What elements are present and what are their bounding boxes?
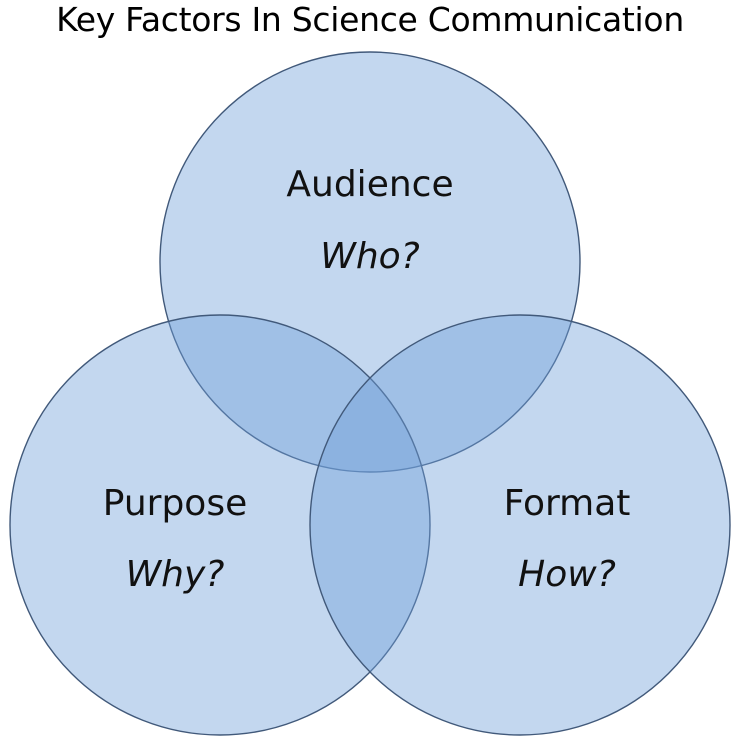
purpose-label: Purpose [103, 483, 247, 524]
format-label: Format [504, 483, 631, 524]
format-question: How? [518, 554, 616, 595]
diagram-title: Key Factors In Science Communication [56, 0, 684, 39]
audience-question: Who? [320, 236, 420, 277]
purpose-circle [9, 314, 431, 736]
audience-circle [159, 51, 581, 473]
audience-label: Audience [286, 164, 453, 205]
purpose-question: Why? [126, 554, 225, 595]
format-circle [309, 314, 731, 736]
